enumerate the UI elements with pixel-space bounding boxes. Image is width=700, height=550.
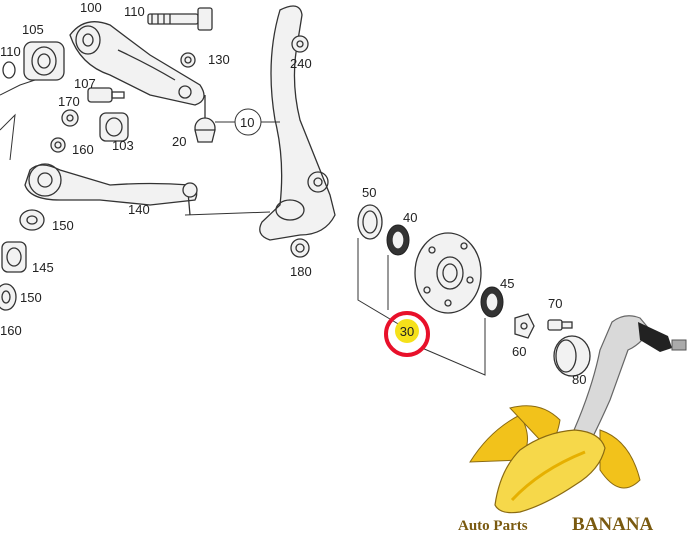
- brand-text-autoparts: Auto Parts: [458, 518, 528, 534]
- part-60-nut: [514, 313, 535, 339]
- part-20-ball-joint: [194, 95, 216, 143]
- part-150-washer-top: [19, 209, 45, 231]
- callout-10: [215, 108, 280, 136]
- leader-bracket-right: [421, 318, 486, 376]
- label-45: 45: [500, 276, 514, 291]
- label-40: 40: [403, 210, 417, 225]
- label-70: 70: [548, 296, 562, 311]
- highlight-part-30: 30: [384, 311, 430, 357]
- part-140-lower-arm: [24, 163, 198, 216]
- label-130: 130: [208, 52, 230, 67]
- label-150-bottom: 150: [20, 290, 42, 305]
- label-140: 140: [128, 202, 150, 217]
- part-110-bolt-top: [147, 7, 213, 31]
- leader-bracket-left: [357, 238, 401, 326]
- part-145-bushing: [1, 241, 27, 273]
- label-20: 20: [172, 134, 186, 149]
- part-180-nut: [290, 238, 310, 258]
- part-170-washer: [61, 109, 79, 127]
- label-107: 107: [74, 76, 96, 91]
- label-30: 30: [400, 324, 414, 339]
- label-160-bottom: 160: [0, 323, 22, 338]
- leader-line-140: [184, 211, 271, 216]
- brand-text-banana: BANANA: [572, 514, 654, 535]
- label-103: 103: [112, 138, 134, 153]
- part-107-bolt: [87, 87, 125, 103]
- label-180: 180: [290, 264, 312, 279]
- label-110-left: 110: [0, 44, 21, 59]
- label-145: 145: [32, 260, 54, 275]
- label-10: 10: [240, 115, 254, 130]
- part-103-bushing: [99, 112, 129, 142]
- wheel-hub: [414, 232, 482, 314]
- label-160-top: 160: [72, 142, 94, 157]
- leader-line-left: [0, 79, 36, 161]
- part-45-bearing: [480, 286, 504, 318]
- part-160-nut-top: [50, 137, 66, 153]
- part-40-bearing: [386, 224, 410, 256]
- part-50-seal: [357, 204, 383, 240]
- part-110-washer-left: [2, 61, 16, 79]
- label-240: 240: [290, 56, 312, 71]
- label-80: 80: [572, 372, 586, 387]
- label-100: 100: [80, 0, 102, 15]
- part-150-washer-bottom: [0, 283, 17, 311]
- label-170: 170: [58, 94, 80, 109]
- part-130-nut: [180, 52, 196, 68]
- part-70-bolt: [547, 319, 573, 331]
- part-100-upper-arm: [69, 21, 205, 106]
- label-110-top: 110: [124, 4, 145, 19]
- part-10-steering-knuckle: [259, 5, 336, 241]
- part-105-bushing: [23, 41, 65, 81]
- label-150-top: 150: [52, 218, 74, 233]
- part-240-nut: [291, 35, 309, 53]
- label-50: 50: [362, 185, 376, 200]
- part-80-dust-cap: [553, 335, 591, 377]
- brand-logo: [469, 315, 687, 514]
- label-60: 60: [512, 344, 526, 359]
- label-105: 105: [22, 22, 44, 37]
